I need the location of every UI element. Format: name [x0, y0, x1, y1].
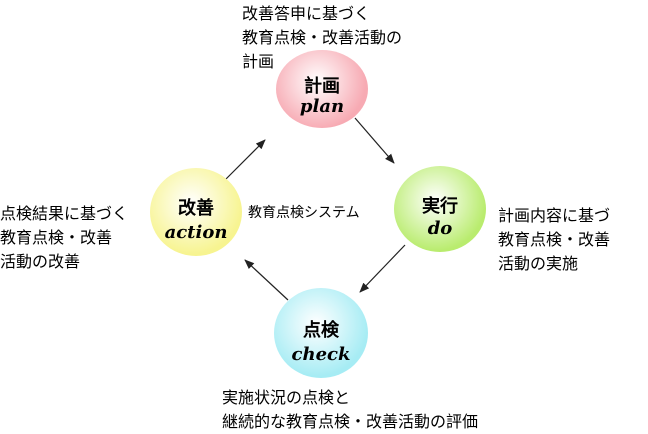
- do-jp-label: 実行: [422, 196, 458, 217]
- arrow-action-to-plan: [224, 139, 266, 181]
- arrow-plan-to-do: [354, 117, 395, 164]
- plan-description: 改善答申に基づく 教育点検・改善活動の 計画: [242, 2, 402, 74]
- center-label: 教育点検システム: [248, 205, 360, 221]
- check-jp-label: 点検: [303, 320, 339, 341]
- plan-description-line: 改善答申に基づく: [242, 4, 371, 23]
- action-jp-label: 改善: [178, 198, 214, 219]
- plan-jp-label: 計画: [304, 76, 340, 97]
- action-description: 点検結果に基づく 教育点検・改善 活動の改善: [0, 202, 128, 274]
- do-node: 実行 do: [394, 166, 486, 252]
- do-en-label: do: [427, 218, 453, 239]
- action-node: 改善 action: [150, 168, 242, 256]
- action-description-line: 点検結果に基づく: [0, 204, 129, 223]
- check-node: 点検 check: [274, 288, 368, 378]
- arrow-check-to-action: [244, 259, 289, 301]
- do-description: 計画内容に基づ 教育点検・改善 活動の実施: [498, 204, 610, 276]
- plan-node: 計画 plan: [276, 50, 368, 128]
- action-en-label: action: [164, 222, 228, 243]
- plan-description-line: 計画: [242, 52, 275, 71]
- do-description-line: 教育点検・改善: [498, 230, 611, 249]
- arrow-do-to-check: [359, 244, 406, 293]
- action-description-line: 活動の改善: [0, 252, 81, 271]
- do-description-line: 活動の実施: [498, 254, 579, 273]
- action-description-line: 教育点検・改善: [0, 228, 113, 247]
- plan-description-line: 教育点検・改善活動の: [242, 28, 403, 47]
- check-description-line: 実施状況の点検と: [222, 388, 351, 407]
- do-description-line: 計画内容に基づ: [498, 206, 611, 225]
- check-description: 実施状況の点検と 継続的な教育点検・改善活動の評価: [222, 386, 478, 434]
- check-description-line: 継続的な教育点検・改善活動の評価: [222, 412, 479, 431]
- check-en-label: check: [291, 344, 351, 365]
- plan-en-label: plan: [299, 96, 345, 117]
